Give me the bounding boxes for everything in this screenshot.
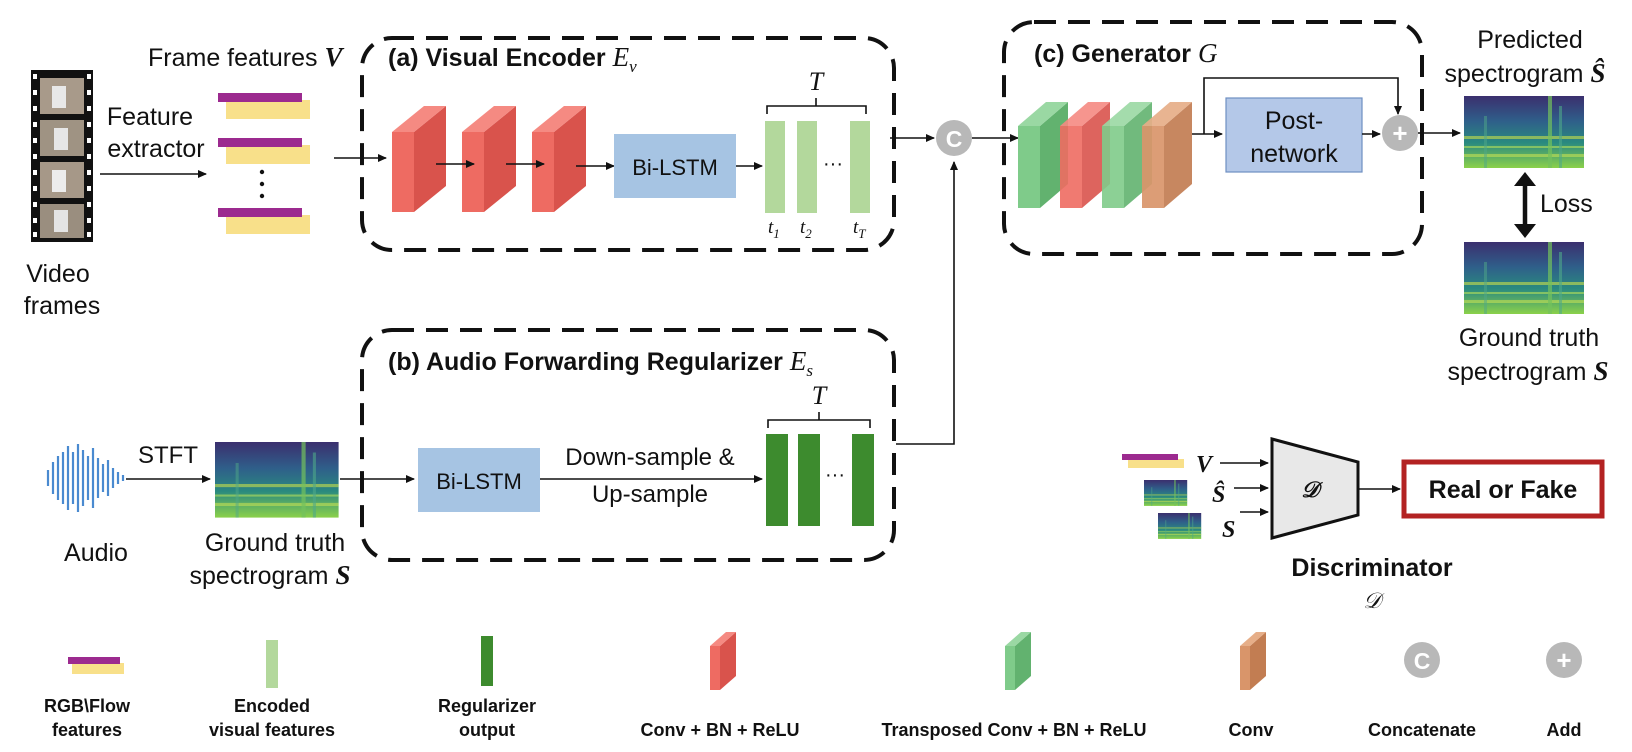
visual-encoder-conv-block-2	[462, 106, 516, 212]
ground-truth-spectrogram-output	[1464, 242, 1584, 314]
visual-encoder-conv-block-1	[392, 106, 446, 212]
time-brace-visual	[766, 98, 867, 114]
predicted-label-line2: spectrogram Ŝ	[1445, 58, 1606, 88]
legend-label-add: Add	[1547, 720, 1582, 740]
postnet-block	[1225, 97, 1363, 173]
postnet-label-line1: Post-	[1265, 107, 1323, 135]
tick-t2: t2	[800, 217, 812, 241]
gt-input-label-line1: Ground truth	[205, 529, 345, 557]
discriminator-subtitle: 𝒟	[1363, 588, 1385, 613]
legend-label-conv-bn-relu: Conv + BN + ReLU	[640, 720, 799, 740]
svg-text:C: C	[1414, 648, 1431, 674]
disc-input-s: S	[1222, 517, 1235, 543]
legend-label-conv: Conv	[1229, 720, 1274, 740]
disc-gt-spectrogram	[1158, 513, 1202, 539]
predicted-spectrogram	[1464, 96, 1584, 168]
gt-input-label-line2: spectrogram S	[190, 560, 351, 590]
regularizer-output	[766, 434, 874, 526]
discriminator-title: Discriminator	[1291, 554, 1452, 582]
legend-swatch-regularizer	[481, 636, 493, 686]
legend-label-encoded-1: Encoded	[234, 696, 310, 716]
stft-label: STFT	[138, 442, 198, 469]
tick-t1: t1	[768, 217, 780, 241]
svg-text:+: +	[1392, 118, 1407, 148]
legend: RGB\Flow features Encoded visual feature…	[44, 632, 1582, 740]
audio-label: Audio	[64, 539, 128, 567]
regularizer-ellipsis: ···	[825, 464, 845, 486]
ground-truth-spectrogram-input	[215, 442, 339, 518]
legend-label-concatenate: Concatenate	[1368, 720, 1476, 740]
visual-bilstm-label: Bi-LSTM	[632, 155, 718, 180]
time-label-audio: T	[812, 381, 828, 410]
video-label-line2: frames	[24, 292, 100, 320]
legend-label-rgb-flow-1: RGB\Flow	[44, 696, 131, 716]
legend-label-rgb-flow-2: features	[52, 720, 122, 740]
sample-label-line2: Up-sample	[592, 481, 708, 508]
time-label-visual: T	[809, 67, 825, 96]
visual-encoder-conv-block-3	[532, 106, 586, 212]
visual-encoder-box	[360, 36, 896, 252]
video-frames-filmstrip	[31, 70, 93, 242]
video-label-line1: Video	[26, 260, 90, 288]
legend-swatch-transposed-conv	[1005, 632, 1031, 690]
gt-output-label-line2: spectrogram S	[1448, 356, 1609, 386]
audio-waveform-icon	[46, 444, 125, 512]
disc-input-shat: Ŝ	[1212, 481, 1225, 508]
predicted-label-line1: Predicted	[1477, 26, 1583, 54]
postnet-label-line2: network	[1250, 140, 1338, 168]
tick-tT: tT	[853, 217, 866, 241]
legend-label-regularizer-2: output	[459, 720, 515, 740]
loss-double-arrow	[1514, 172, 1536, 238]
legend-label-encoded-2: visual features	[209, 720, 335, 740]
legend-concatenate-icon: C	[1404, 642, 1440, 678]
legend-label-transposed-conv: Transposed Conv + BN + ReLU	[881, 720, 1146, 740]
time-brace-audio	[767, 412, 871, 428]
legend-swatch-conv	[1240, 632, 1266, 690]
audio-bilstm-label: Bi-LSTM	[436, 469, 522, 494]
sample-label-line1: Down-sample &	[565, 444, 734, 471]
frame-features-label: Frame features V	[148, 42, 344, 72]
visual-bilstm-block	[614, 134, 736, 198]
svg-text:C: C	[946, 126, 963, 152]
regularizer-to-concat-arrow	[896, 161, 958, 445]
loss-label: Loss	[1540, 190, 1593, 218]
legend-swatch-conv-bn-relu	[710, 632, 736, 690]
concatenate-icon: C	[936, 120, 972, 156]
feature-extractor-label-line1: Feature	[107, 103, 193, 131]
audio-regularizer-title: (b) Audio Forwarding Regularizer Es	[388, 346, 813, 380]
discriminator-block	[1270, 437, 1360, 540]
legend-add-icon: +	[1546, 642, 1582, 678]
frame-feature-stack	[218, 93, 310, 234]
real-or-fake-box	[1401, 459, 1605, 519]
generator-title: (c) Generator G	[1034, 38, 1217, 68]
legend-swatch-encoded	[266, 640, 278, 688]
audio-regularizer-box	[360, 328, 896, 562]
feature-extractor-label-line2: extractor	[107, 135, 204, 163]
legend-label-regularizer-1: Regularizer	[438, 696, 536, 716]
frame-features-symbol: V	[324, 42, 344, 72]
add-icon: +	[1382, 115, 1418, 151]
discriminator-symbol: 𝒟	[1301, 477, 1323, 502]
encoded-visual-features	[765, 121, 870, 213]
gt-output-label-line1: Ground truth	[1459, 324, 1599, 352]
encoded-ellipsis: ···	[823, 153, 843, 175]
discriminator-feature-input	[1122, 454, 1184, 468]
svg-text:+: +	[1556, 645, 1571, 675]
visual-encoder-title: (a) Visual Encoder Ev	[388, 42, 637, 76]
audio-bilstm-block	[418, 448, 540, 512]
real-or-fake-label: Real or Fake	[1429, 476, 1578, 504]
legend-swatch-rgb-flow	[68, 657, 124, 674]
residual-skip-arrow	[1203, 77, 1402, 134]
disc-predicted-spectrogram	[1144, 480, 1188, 506]
generator-box	[1002, 20, 1424, 256]
generator-final-conv-block	[1142, 102, 1192, 208]
disc-input-v: V	[1196, 452, 1214, 478]
